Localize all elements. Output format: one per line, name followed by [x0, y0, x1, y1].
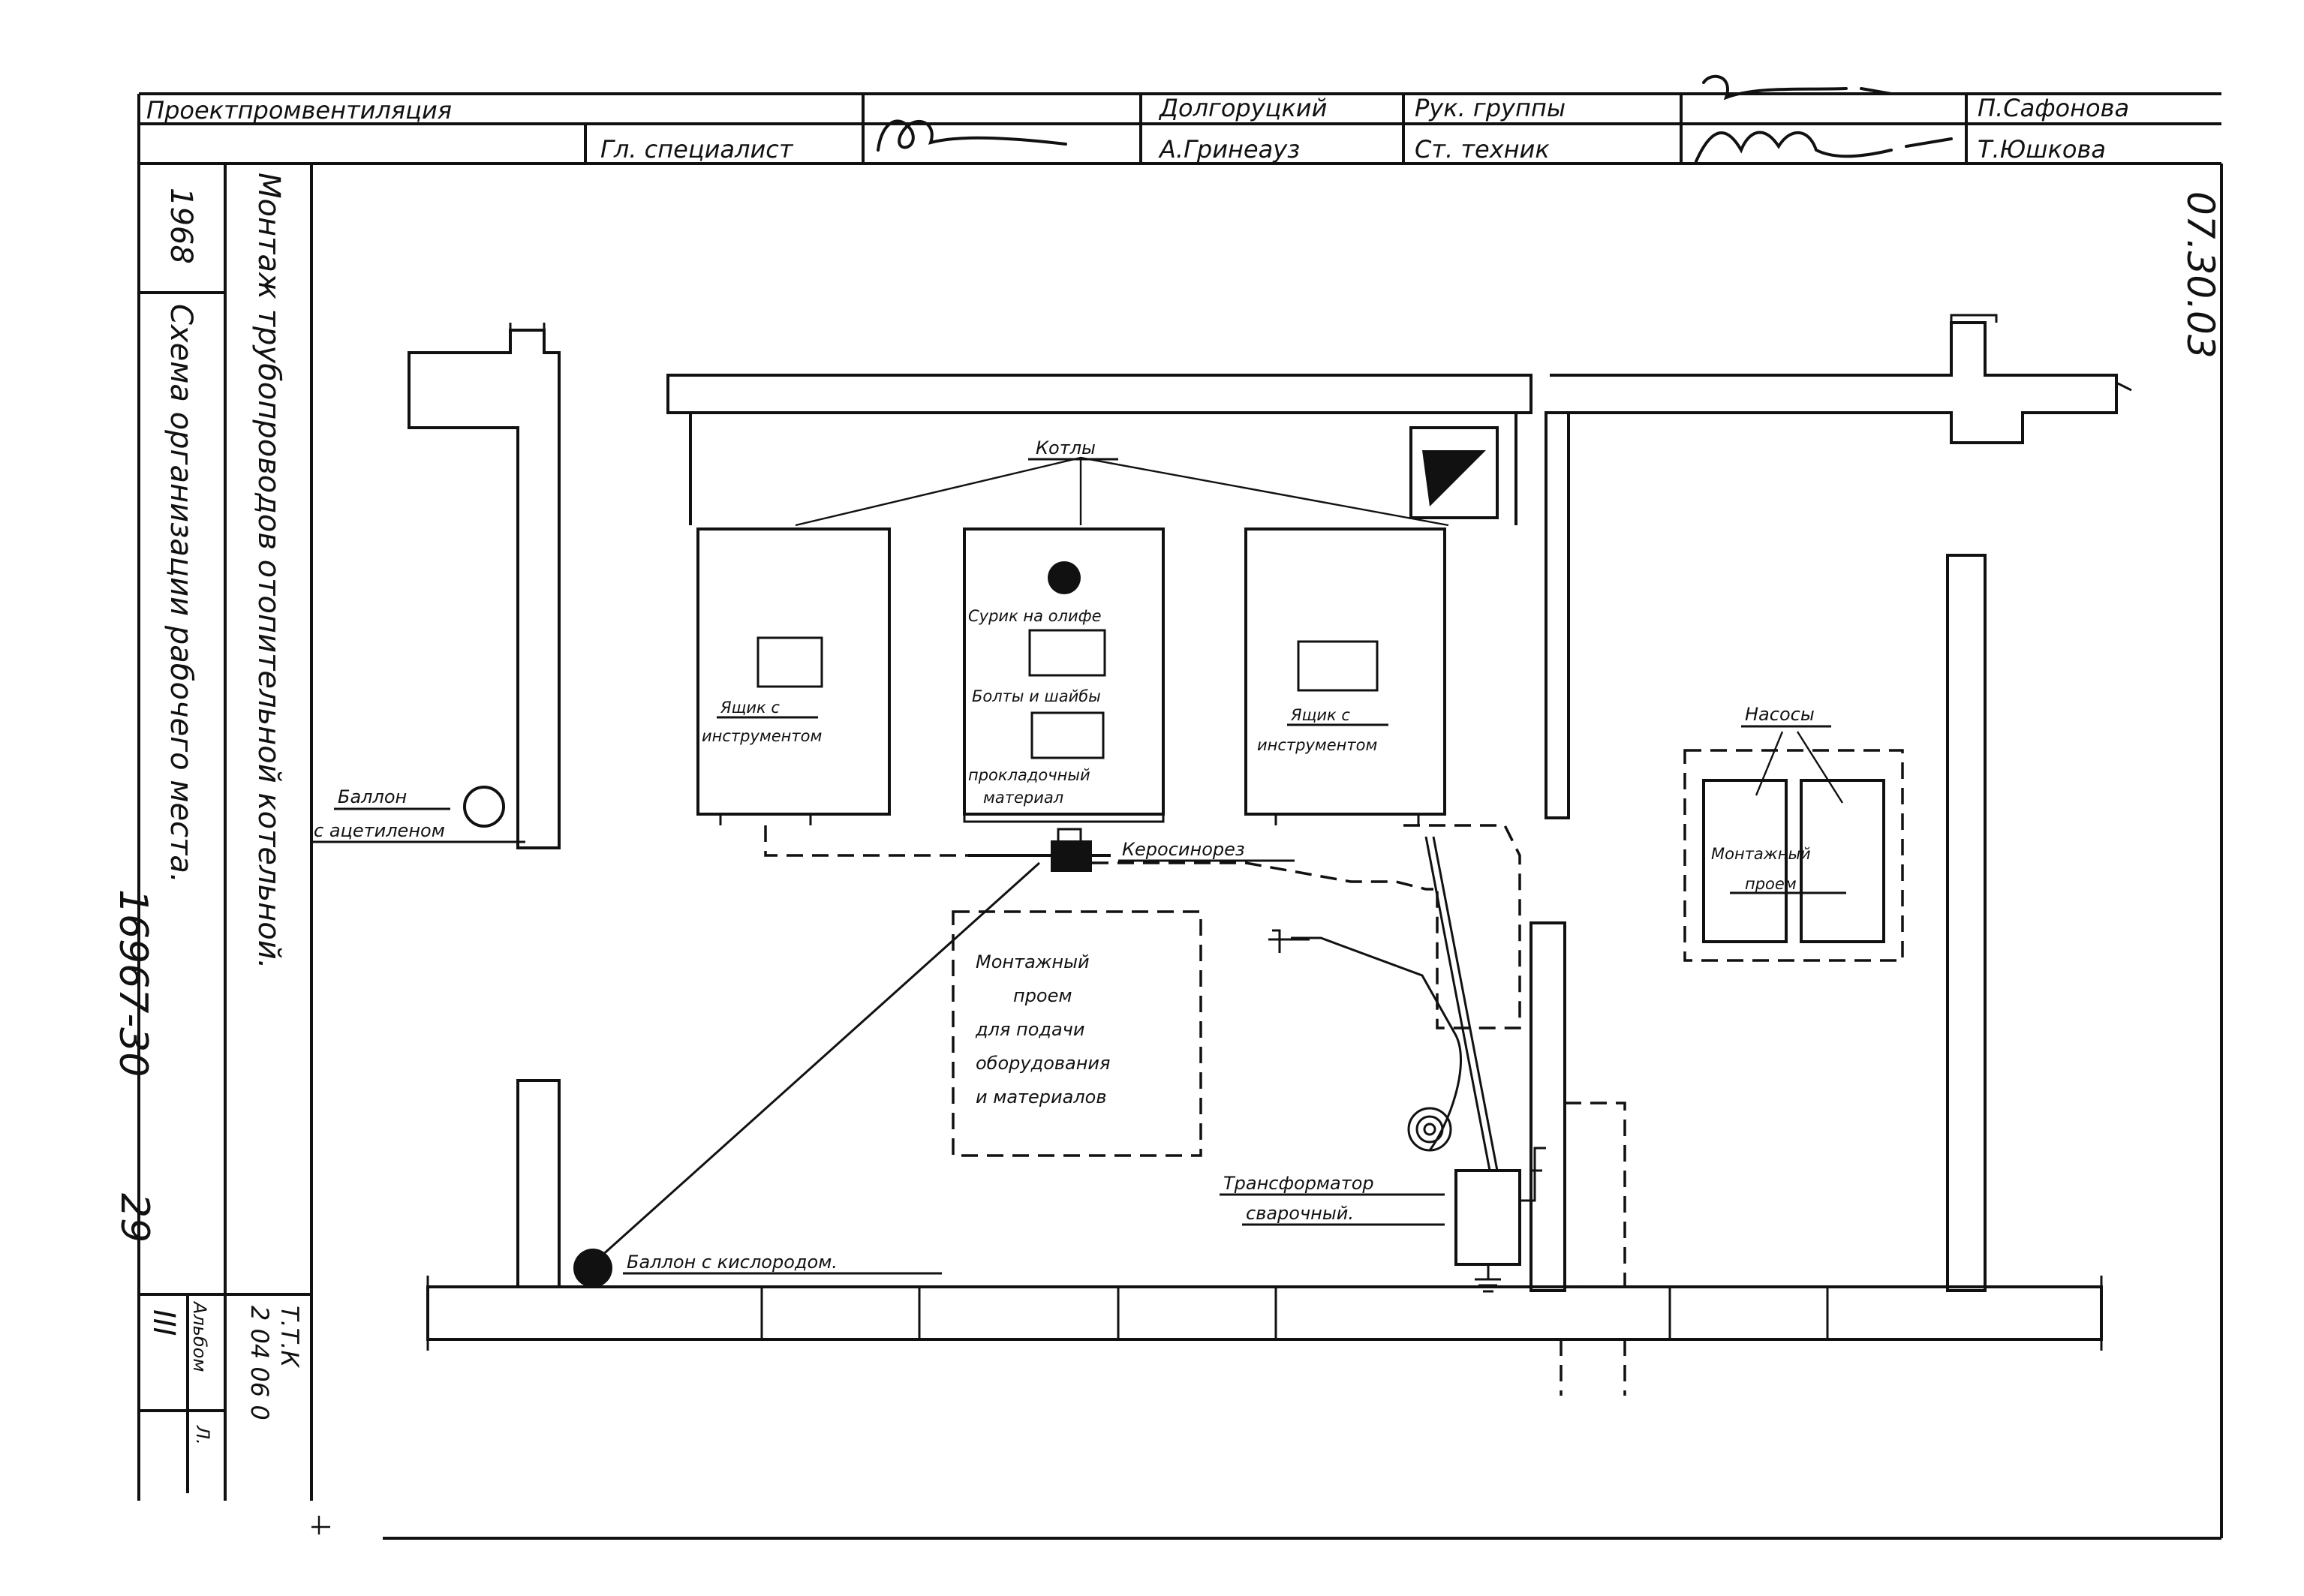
acetylene-label-1: Баллон	[338, 786, 407, 807]
signature-group-lead	[1702, 74, 1893, 101]
pump-left	[1702, 779, 1788, 943]
gasket-label-2: материал	[983, 789, 1063, 807]
page-number: 29	[112, 1193, 157, 1243]
chief-specialist-label: Гл. специалист	[600, 135, 794, 164]
toolbox-left-label-1: Ящик с	[720, 699, 780, 717]
album-label: Альбом	[189, 1300, 210, 1372]
sheet-title: Схема организации рабочего места.	[164, 304, 198, 883]
opening-label-3: для подачи	[975, 1019, 1084, 1040]
left-lower-column	[516, 1079, 561, 1288]
signature-tech	[1695, 131, 1953, 163]
album-number: III	[146, 1309, 181, 1336]
acetylene-cylinder-icon	[463, 786, 505, 828]
toolbox-right-label-1: Ящик с	[1290, 706, 1350, 724]
top-right-beam	[1550, 321, 2118, 444]
bolts-box	[1028, 629, 1106, 677]
transformer-label-1: Трансформатор	[1223, 1173, 1374, 1194]
oxygen-cylinder-icon	[573, 1249, 612, 1288]
organization-name: Проектпромвентиляция	[146, 96, 452, 125]
kerosene-cutter-icon	[1051, 840, 1092, 872]
boilers-label: Котлы	[1036, 437, 1096, 458]
project-title: Монтаж трубопроводов отопительной котель…	[251, 173, 286, 969]
tt-code-2: 2 04 06 0	[245, 1306, 274, 1420]
oxygen-hose	[599, 861, 1041, 1258]
top-left-column	[408, 329, 561, 849]
control-panel-icon	[1422, 450, 1486, 506]
sheet-label: Л.	[192, 1425, 213, 1445]
archive-number: 16967-30	[110, 889, 155, 1077]
toolbox-left-label-2: инструментом	[702, 727, 822, 745]
welding-transformer	[1454, 1169, 1521, 1266]
tech-name: Т.Юшкова	[1978, 135, 2106, 164]
sidebar: 1968 Схема организации рабочего места. М…	[137, 94, 313, 1501]
pump-opening-label-1: Монтажный	[1711, 845, 1811, 863]
gasket-label-1: прокладочный	[968, 766, 1090, 784]
approver-name: А.Гринеауз	[1158, 135, 1300, 164]
dashed-opening-bottom	[1563, 1102, 1626, 1288]
right-partition	[1545, 411, 1570, 819]
toolbox-left	[756, 636, 823, 688]
top-wall	[666, 374, 1532, 414]
gasket-box	[1030, 711, 1105, 759]
pump-opening	[1683, 749, 1904, 962]
opening-label-2: проем	[1013, 985, 1072, 1006]
opening-label-4: оборудования	[976, 1053, 1110, 1074]
tech-label: Ст. техник	[1415, 135, 1550, 164]
paint-label: Сурик на олифе	[968, 607, 1102, 625]
opening-label-5: и материалов	[976, 1087, 1107, 1108]
paint-can-icon	[1048, 561, 1081, 594]
group-lead-name: П.Сафонова	[1978, 94, 2129, 122]
pump-opening-label-2: проем	[1745, 875, 1797, 893]
control-panel	[1409, 426, 1499, 519]
mid-column	[1529, 921, 1566, 1292]
pumps-label: Насосы	[1745, 704, 1815, 725]
pump-right	[1800, 779, 1885, 943]
cable-reel-icon	[1407, 1107, 1452, 1152]
bottom-beam	[426, 1285, 2103, 1341]
dept-head-name: Долгоруцкий	[1158, 94, 1327, 122]
tt-code: Т.Т.К	[275, 1306, 304, 1368]
title-block: Проектпромвентиляция Гл. специалист А.Гр…	[139, 74, 2221, 165]
toolbox-right-label-2: инструментом	[1257, 736, 1377, 754]
toolbox-right	[1297, 640, 1379, 692]
oxygen-label: Баллон с кислородом.	[627, 1252, 838, 1273]
right-column	[1946, 554, 1987, 1292]
floor-plan: Котлы Ящик с инструментом Сурик на олифе…	[311, 314, 2132, 1534]
opening-label-1: Монтажный	[976, 951, 1090, 972]
signature-chief	[877, 119, 1067, 152]
boiler-right	[1244, 527, 1446, 816]
mounting-opening	[952, 910, 1202, 1157]
bolts-label: Болты и шайбы	[972, 687, 1101, 705]
kerosene-label: Керосинорез	[1122, 839, 1245, 860]
doc-code: 07.30.03	[2179, 191, 2222, 359]
transformer-label-2: сварочный.	[1246, 1203, 1354, 1224]
acetylene-label-2: с ацетиленом	[314, 820, 445, 841]
year-text: 1968	[164, 188, 198, 264]
boiler-left	[696, 527, 891, 816]
group-lead-label: Рук. группы	[1415, 94, 1566, 122]
